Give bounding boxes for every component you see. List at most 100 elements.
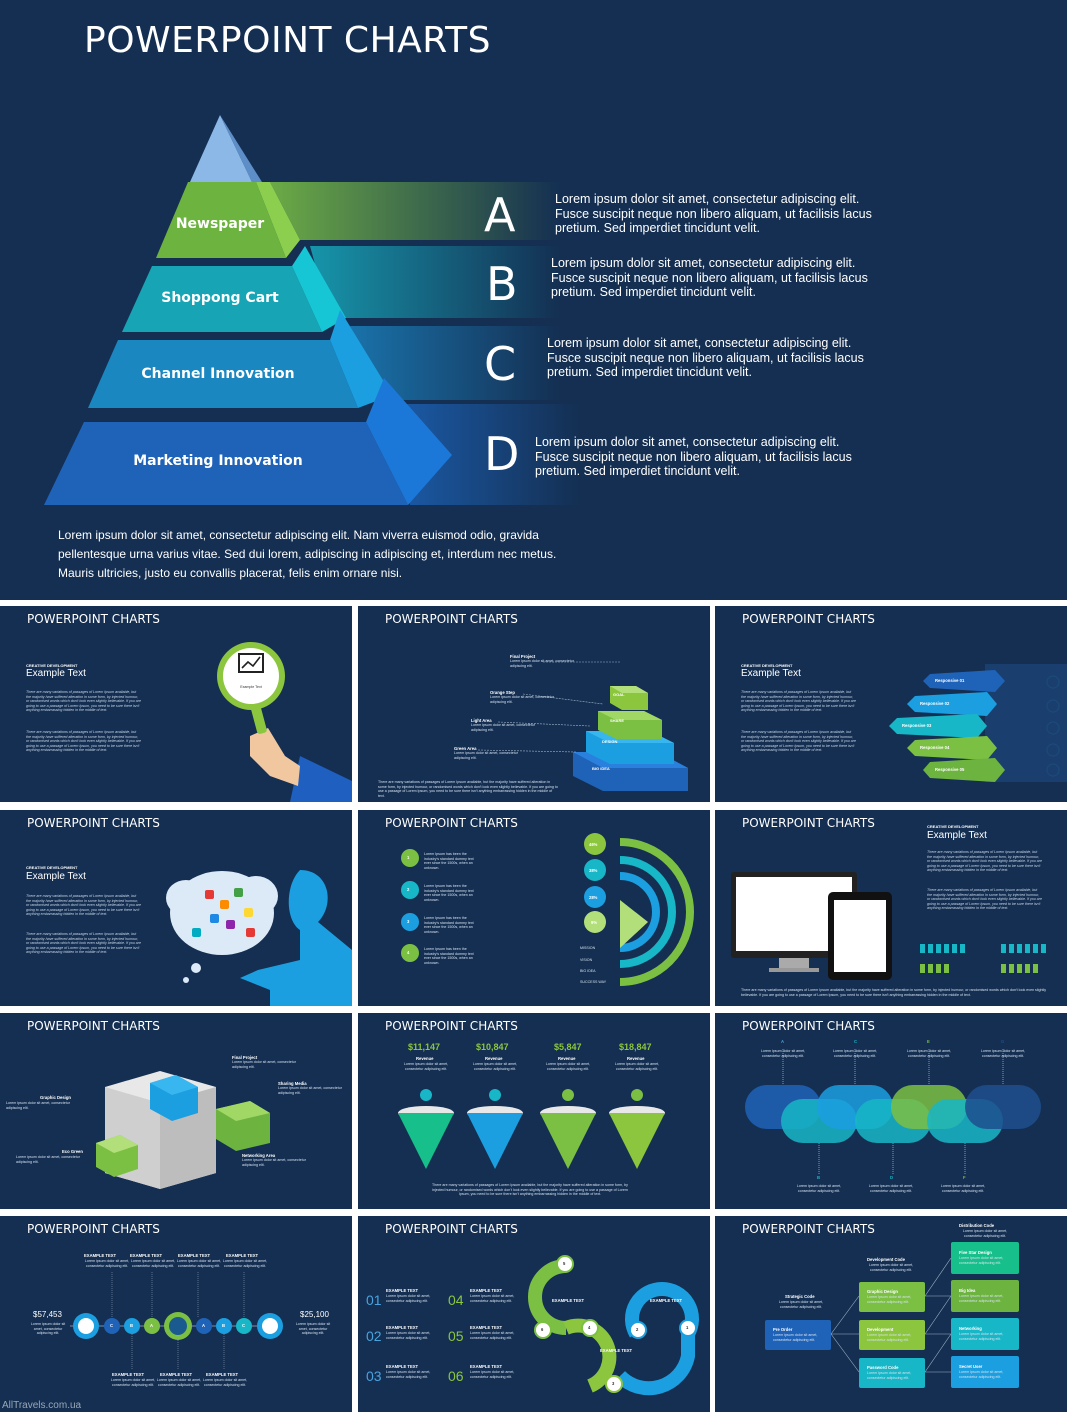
revenue-label-4: Revenue [627,1056,645,1061]
big-idea-label: BIG IDEA [580,969,596,973]
secret-user: Secret User [959,1364,983,1369]
footer-text: There are many variations of passages of… [741,988,1047,997]
distribution-text: Lorem ipsum dolor sit amet, consectetur … [962,1229,1008,1238]
step-04: 04 [448,1292,464,1308]
body-text: There are many variations of passages of… [26,690,141,713]
revenue-2: $10,847 [476,1042,509,1052]
networking: Networking [959,1326,982,1331]
chain-d: D [890,1175,894,1180]
cube-text-2: Lorem ipsum dolor sit amet, consectetur … [278,1086,342,1095]
percent-3: 28% [589,895,598,900]
snake-graphic [528,1255,699,1396]
chain-a: A [781,1039,785,1044]
big-idea: Big Idea [959,1288,976,1293]
chain-text-a: Lorem ipsum dolor sit amet, consectetur … [760,1049,806,1058]
hero-title: POWERPOINT CHARTS [84,20,491,61]
pre-order: Pre Order [773,1327,793,1332]
snake-3: 3 [612,1381,615,1386]
secret-user-text: Lorem ipsum dolor sit amet, consectetur … [959,1370,1004,1379]
percent-4: 9% [591,920,598,925]
thumb-org-chart: POWERPOINT CHARTS Strategic Code Lorem i… [715,1216,1067,1412]
thumb-arrows: POWERPOINT CHARTS CREATIVE DEVELOPMENT E… [715,606,1067,802]
timeline-label-4: EXAMPLE TEXT [226,1253,259,1258]
body-text: There are many variations of passages of… [741,690,856,713]
snake-2: 2 [636,1327,639,1332]
step-text-2: Lorem ipsum dolor sit amet, consectetur … [490,695,554,704]
snake-5: 5 [563,1261,566,1266]
number-3: 3 [407,919,410,924]
chain-text-e: Lorem ipsum dolor sit amet, consectetur … [906,1049,952,1058]
cubes-graphic [96,1071,270,1189]
example-heading: Example Text [26,668,86,679]
mission-label: MISSION [580,946,596,950]
cube-text-3: Lorem ipsum dolor sit amet, consectetur … [6,1101,70,1110]
thumb-title: POWERPOINT CHARTS [385,1019,518,1033]
example-heading: Example Text [927,830,987,841]
chain-text-g: Lorem ipsum dolor sit amet, consectetur … [980,1049,1026,1058]
letter-a: A [484,188,516,242]
step-label-5: EXAMPLE TEXT [470,1325,503,1330]
cube-sharing-media: Sharing Media [278,1081,307,1086]
thumb-title: POWERPOINT CHARTS [27,816,160,830]
step-05: 05 [448,1328,464,1344]
chain-f: F [963,1175,966,1180]
letter-text-c: Lorem ipsum dolor sit amet, consectetur … [547,336,864,379]
revenue-text-2: Lorem ipsum dolor sit amet, consectetur … [472,1062,518,1071]
arrows-graphic [889,664,1067,782]
step-green-area: Green Area [454,746,477,751]
distribution-code: Distribution Code [959,1223,995,1228]
timeline-label-5: EXAMPLE TEXT [112,1372,145,1377]
step-light-area: Light Area [471,718,492,723]
number-2: 2 [407,887,410,892]
step-text-5: Lorem ipsum dolor sit amet, consectetur … [470,1331,515,1340]
letter-text-b: Lorem ipsum dolor sit amet, consectetur … [551,256,868,299]
body-text: There are many variations of passages of… [927,850,1042,873]
vision-label: VISION [580,958,593,962]
snake-label-1: EXAMPLE TEXT [552,1298,585,1303]
timeline-text-4: Lorem ipsum dolor sit amet, consectetur … [222,1259,268,1268]
five-star-design: Five Star Design [959,1250,992,1255]
thumb-snake: POWERPOINT CHARTS 5 6 4 3 2 1 EXAMPLE TE… [358,1216,710,1412]
password-text: Lorem ipsum dolor sit amet, consectetur … [867,1371,912,1380]
creative-label: CREATIVE DEVELOPMENT [927,824,979,829]
footer-text: There are many variations of passages of… [432,1183,628,1197]
tier-label-1: Newspaper [175,216,265,232]
step-text-1: Lorem ipsum dolor sit amet, consectetur … [386,1294,431,1303]
timeline-graphic [70,1272,283,1370]
chain-g: G [1001,1039,1005,1044]
thumb-title: POWERPOINT CHARTS [385,1222,518,1236]
step-final-project: Final Project [510,654,536,659]
step-text-3: Lorem ipsum dolor sit amet, consectetur … [386,1370,431,1379]
tier-label-3: Channel Innovation [141,366,295,382]
steps-graphic [477,661,688,791]
timeline-letter-5: B [222,1323,226,1328]
step-text-1: Lorem ipsum dolor sit amet, consectetur … [510,659,574,668]
development-code: Development Code [867,1257,905,1262]
cube-text-4: Lorem ipsum dolor sit amet, consectetur … [16,1155,80,1164]
timeline-left-value: $57,453 [33,1310,62,1319]
thumb-devices: POWERPOINT CHARTS CREATIVE DEVELOPMENT E… [715,810,1067,1006]
step-label-4: EXAMPLE TEXT [470,1288,503,1293]
timeline-letter-4: A [202,1323,206,1328]
step-03: 03 [366,1368,382,1384]
example-heading: Example Text [26,871,86,882]
industry-text-4: Lorem Ipsum has been the industry's stan… [424,947,474,965]
hero-slide: POWERPOINT CHARTS [0,0,1067,600]
tier-channel-innovation [88,340,358,408]
creative-label: CREATIVE DEVELOPMENT [741,663,793,668]
magnifier-graphic [217,642,352,802]
cube-graphic-design: Graphic Design [40,1095,71,1100]
tier-label-2: Shoppong Cart [161,290,279,306]
body-text-2: There are many variations of passages of… [741,730,856,753]
development-box-text: Lorem ipsum dolor sit amet, consectetur … [867,1333,912,1342]
pre-order-text: Lorem ipsum dolor sit amet, consectetur … [773,1333,818,1342]
timeline-text-2: Lorem ipsum dolor sit amet, consectetur … [130,1259,176,1268]
step-label-3: EXAMPLE TEXT [386,1364,419,1369]
development: Development [867,1327,894,1332]
pyramid-top [190,115,252,182]
thumb-title: POWERPOINT CHARTS [27,1222,160,1236]
cube-text-1: Lorem ipsum dolor sit amet, consectetur … [232,1060,296,1069]
big-idea-text: Lorem ipsum dolor sit amet, consectetur … [959,1294,1004,1303]
responsive-3: Responsive 03 [902,723,932,728]
thumb-title: POWERPOINT CHARTS [27,1019,160,1033]
